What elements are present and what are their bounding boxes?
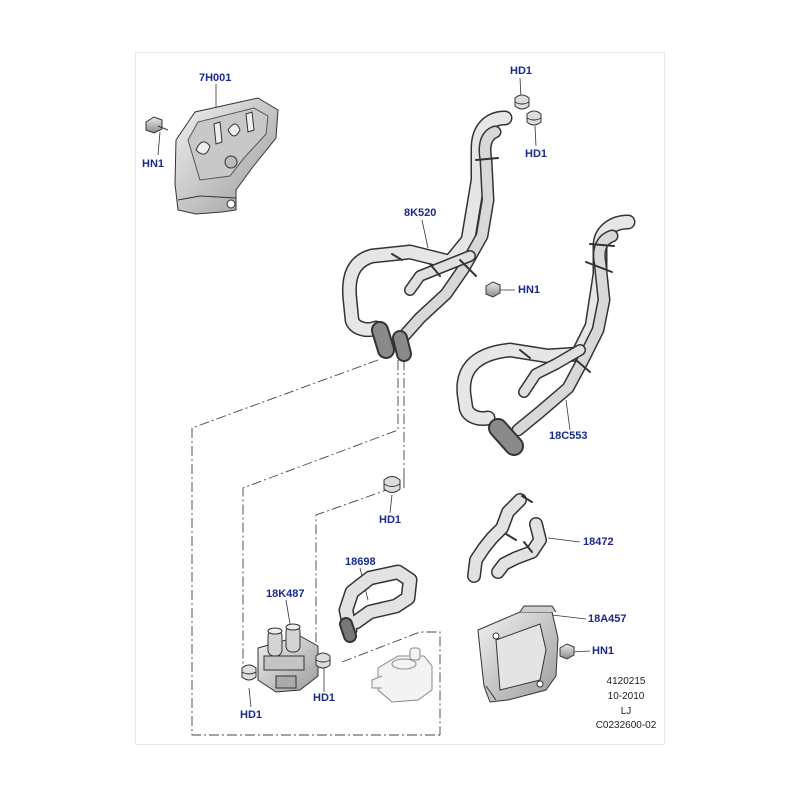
reference-date: 10-2010: [607, 691, 645, 702]
hn1-bolt-shield: [145, 116, 169, 134]
reference-author: LJ: [620, 706, 632, 717]
callout-18698: 18698: [345, 556, 376, 568]
heat-shield-7h001: [174, 97, 279, 215]
callout-hn1-mid: HN1: [518, 284, 541, 296]
pump-ghost: [371, 647, 433, 703]
callout-hd1-top-b: HD1: [525, 148, 548, 160]
callout-18c553: 18C553: [549, 430, 588, 442]
callout-7h001: 7H001: [199, 72, 232, 84]
hn1-bolt-mid: [485, 281, 501, 298]
callout-hn1-bracket: HN1: [592, 645, 615, 657]
callout-18k487: 18K487: [266, 588, 305, 600]
hd1-clamps-top: [514, 94, 542, 126]
callout-hd1-top-a: HD1: [510, 65, 533, 77]
callout-hd1-bottom-a: HD1: [240, 709, 263, 721]
callout-hd1-center: HD1: [379, 514, 402, 526]
reference-drawing-code: C0232600-02: [595, 720, 657, 731]
reference-number: 4120215: [606, 676, 646, 687]
connector-lines: [191, 359, 441, 736]
bracket-18a457: [477, 605, 559, 703]
callout-18472: 18472: [583, 536, 614, 548]
hose-assembly-18c553: [456, 214, 636, 456]
hn1-bolt-bracket: [559, 643, 575, 660]
callout-8k520: 8K520: [404, 207, 437, 219]
callout-18a457: 18A457: [588, 613, 627, 625]
hd1-clamp-center: [383, 476, 401, 493]
hose-assembly-8k520: [341, 110, 513, 362]
hd1-clamps-bottom: [241, 652, 331, 681]
callout-hn1-shield: HN1: [142, 158, 165, 170]
hose-18698: [338, 564, 418, 643]
hose-18472: [467, 493, 547, 583]
valve-18k487: [257, 623, 319, 693]
callout-hd1-bottom-b: HD1: [313, 692, 336, 704]
